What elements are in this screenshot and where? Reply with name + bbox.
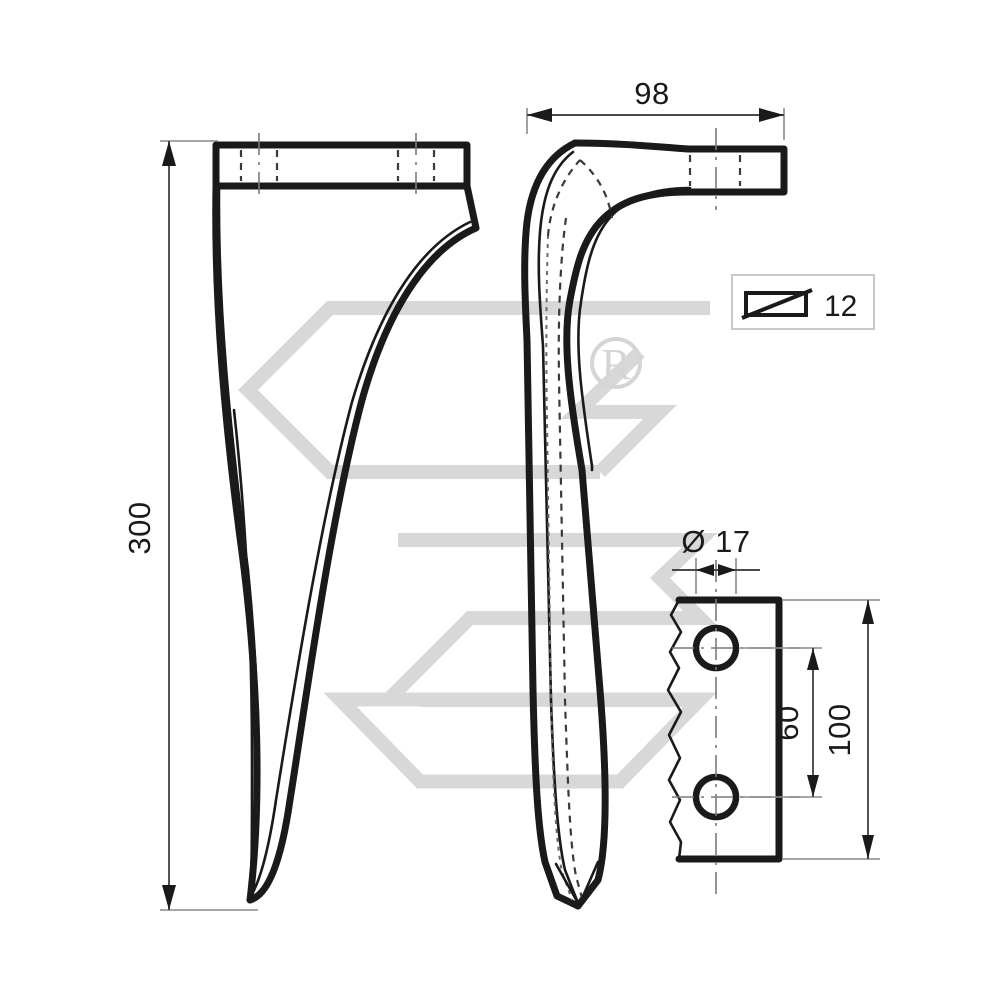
arrow-up xyxy=(162,141,176,166)
side-outer-profile xyxy=(521,139,582,910)
thickness-value-label: 12 xyxy=(824,290,857,323)
front-blade-right-edge xyxy=(246,182,480,904)
detail-plate-outline xyxy=(675,596,783,863)
dimension-60-label: 60 xyxy=(770,705,805,740)
dimension-98-label: 98 xyxy=(634,76,669,111)
side-front-face-line xyxy=(537,150,580,905)
arrow-left xyxy=(527,108,552,122)
dimension-hole-diameter-label: Ø 17 xyxy=(681,524,750,559)
dimension-100-label: 100 xyxy=(822,703,857,756)
side-tip-chamfer-b xyxy=(578,860,600,905)
arrow-60-up xyxy=(807,648,819,670)
dimension-60: 60 xyxy=(740,647,822,798)
detail-view: Ø 17 60 100 xyxy=(666,524,880,900)
side-hidden-centerline-2 xyxy=(557,217,584,899)
front-blade-inner-edge xyxy=(246,220,472,902)
thickness-callout-frame xyxy=(731,274,875,330)
registered-mark-glyph: R xyxy=(601,340,631,389)
side-bend-radius-arc xyxy=(579,159,614,219)
dimension-300: 300 xyxy=(122,140,258,911)
side-view xyxy=(521,128,788,910)
side-tip-chamfer-a xyxy=(554,862,580,905)
brand-watermark: R xyxy=(238,301,718,789)
side-rear-face-line xyxy=(577,186,692,472)
dimension-hole-diameter: Ø 17 xyxy=(672,524,760,594)
side-mounting-plate xyxy=(571,139,788,196)
side-bend-radius-arc-2 xyxy=(546,159,581,237)
side-plate-hidden-holes xyxy=(688,155,742,186)
flat-bar-thickness-symbol-icon xyxy=(741,288,813,320)
detail-break-line xyxy=(666,598,683,861)
arrow-diam-left xyxy=(696,564,714,576)
front-plate-hidden-holes xyxy=(239,150,436,181)
front-mounting-plate xyxy=(212,141,471,190)
front-blade-crease-2 xyxy=(232,408,254,900)
arrow-down xyxy=(162,885,176,910)
arrow-right xyxy=(759,108,784,122)
front-view xyxy=(212,133,480,904)
thickness-callout: 12 xyxy=(731,274,875,330)
arrow-100-up xyxy=(862,600,874,624)
side-hidden-centerline-1 xyxy=(545,234,573,901)
arrow-60-down xyxy=(807,775,819,797)
arrow-diam-right xyxy=(718,564,736,576)
front-blade-left-edge xyxy=(212,182,261,904)
side-inner-profile xyxy=(563,188,692,910)
dimension-100: 100 xyxy=(782,599,880,860)
registered-circle-icon xyxy=(590,337,642,389)
dimension-98: 98 xyxy=(526,76,785,140)
dimension-300-label: 300 xyxy=(122,501,157,554)
arrow-100-down xyxy=(862,835,874,859)
